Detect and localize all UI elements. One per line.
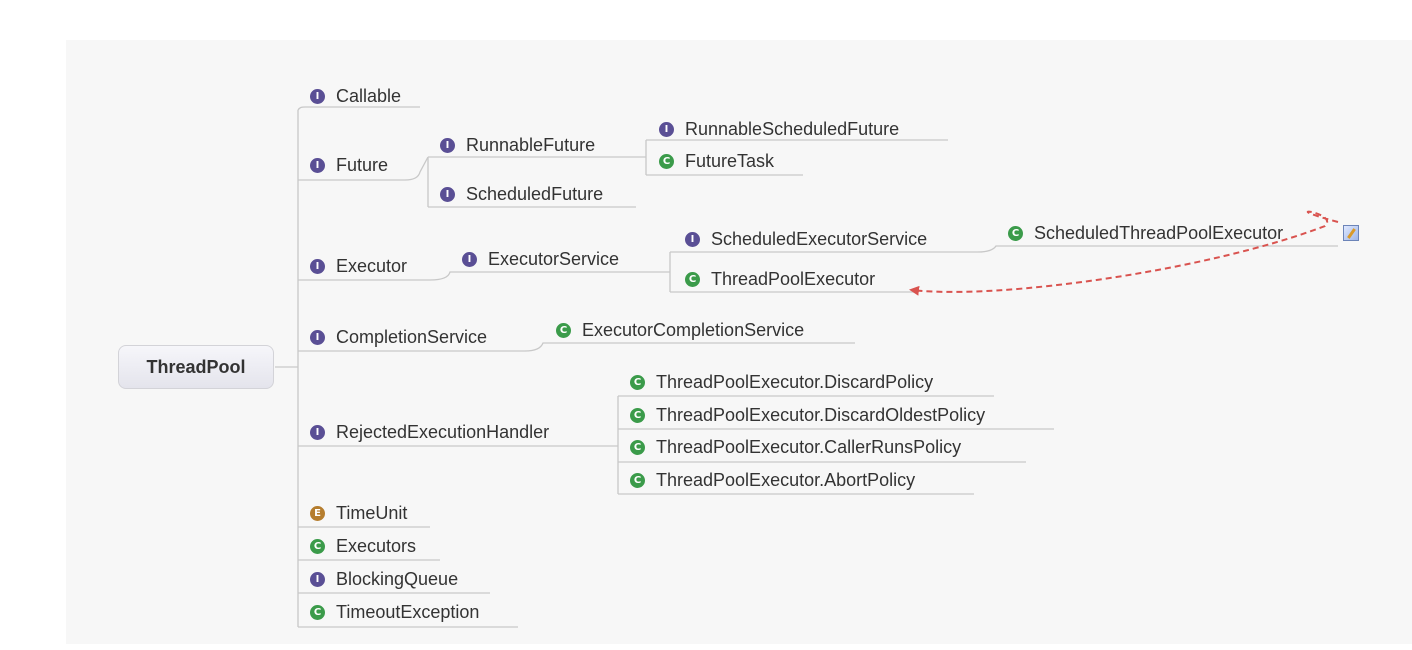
node-discard-policy[interactable]: C ThreadPoolExecutor.DiscardPolicy: [630, 370, 933, 394]
note-icon[interactable]: [1343, 225, 1359, 241]
node-rejected-execution-handler[interactable]: I RejectedExecutionHandler: [310, 420, 549, 444]
node-label: RunnableScheduledFuture: [685, 118, 900, 139]
node-discard-oldest-policy[interactable]: C ThreadPoolExecutor.DiscardOldestPolicy: [630, 403, 985, 427]
node-scheduled-future[interactable]: I ScheduledFuture: [440, 182, 603, 206]
class-icon: C: [556, 322, 571, 338]
branch-scheduled-thread-pool-executor: [977, 245, 1338, 253]
node-label: ScheduledThreadPoolExecutor: [1034, 222, 1284, 243]
class-icon: C: [685, 271, 700, 287]
root-node-threadpool[interactable]: ThreadPool: [118, 345, 274, 389]
class-icon: C: [310, 538, 325, 554]
node-future-task[interactable]: C FutureTask: [659, 149, 774, 173]
node-runnable-future[interactable]: I RunnableFuture: [440, 133, 595, 157]
node-label: ExecutorCompletionService: [582, 319, 805, 340]
node-executors[interactable]: C Executors: [310, 534, 416, 558]
node-timeout-exception[interactable]: C TimeoutException: [310, 600, 479, 624]
node-caller-runs-policy[interactable]: C ThreadPoolExecutor.CallerRunsPolicy: [630, 435, 961, 459]
interface-icon: I: [310, 258, 325, 274]
node-label: ThreadPoolExecutor.DiscardPolicy: [656, 371, 934, 392]
interface-icon: I: [310, 571, 325, 587]
node-label: ScheduledExecutorService: [711, 228, 928, 249]
class-icon: C: [630, 407, 645, 423]
node-completion-service[interactable]: I CompletionService: [310, 325, 487, 349]
class-icon: C: [1008, 225, 1023, 241]
completion-to-child: [524, 342, 855, 352]
class-icon: C: [630, 439, 645, 455]
node-label: Executors: [336, 535, 417, 556]
node-label: ThreadPoolExecutor: [711, 268, 876, 289]
node-runnable-scheduled-future[interactable]: I RunnableScheduledFuture: [659, 117, 899, 141]
branch-callable: [297, 106, 420, 111]
interface-icon: I: [310, 157, 325, 173]
class-icon: C: [659, 153, 674, 169]
interface-icon: I: [310, 329, 325, 345]
interface-icon: I: [310, 424, 325, 440]
class-icon: C: [310, 604, 325, 620]
node-scheduled-thread-pool-executor[interactable]: C ScheduledThreadPoolExecutor: [1008, 221, 1283, 245]
node-thread-pool-executor[interactable]: C ThreadPoolExecutor: [685, 267, 875, 291]
node-future[interactable]: I Future: [310, 153, 388, 177]
node-label: TimeoutException: [336, 601, 480, 622]
node-label: ThreadPoolExecutor.DiscardOldestPolicy: [656, 404, 986, 425]
mindmap-canvas: [66, 40, 1412, 644]
interface-icon: I: [440, 186, 455, 202]
node-label: Future: [336, 154, 389, 175]
interface-icon: I: [310, 88, 325, 104]
node-executor[interactable]: I Executor: [310, 254, 407, 278]
node-callable[interactable]: I Callable: [310, 84, 401, 108]
interface-icon: I: [685, 231, 700, 247]
node-label: CompletionService: [336, 326, 488, 347]
node-time-unit[interactable]: E TimeUnit: [310, 501, 407, 525]
interface-icon: I: [440, 137, 455, 153]
class-icon: C: [630, 472, 645, 488]
class-icon: C: [630, 374, 645, 390]
node-executor-service[interactable]: I ExecutorService: [462, 247, 619, 271]
interface-icon: I: [462, 251, 477, 267]
node-label: ExecutorService: [488, 248, 620, 269]
node-label: ThreadPoolExecutor.AbortPolicy: [656, 469, 916, 490]
interface-icon: I: [659, 121, 674, 137]
node-executor-completion-service[interactable]: C ExecutorCompletionService: [556, 318, 804, 342]
node-label: Callable: [336, 85, 402, 106]
node-label: Executor: [336, 255, 408, 276]
node-label: TimeUnit: [336, 502, 408, 523]
node-label: ThreadPoolExecutor.CallerRunsPolicy: [656, 436, 962, 457]
future-to-children: [404, 156, 429, 181]
node-abort-policy[interactable]: C ThreadPoolExecutor.AbortPolicy: [630, 468, 915, 492]
enum-icon: E: [310, 505, 325, 521]
node-label: BlockingQueue: [336, 568, 459, 589]
node-label: ScheduledFuture: [466, 183, 604, 204]
node-blocking-queue[interactable]: I BlockingQueue: [310, 567, 458, 591]
node-label: RunnableFuture: [466, 134, 596, 155]
node-label: FutureTask: [685, 150, 775, 171]
node-scheduled-executor-service[interactable]: I ScheduledExecutorService: [685, 227, 927, 251]
relationship-arrow: [909, 210, 1339, 296]
node-label: RejectedExecutionHandler: [336, 421, 550, 442]
executor-to-service: [429, 271, 652, 281]
